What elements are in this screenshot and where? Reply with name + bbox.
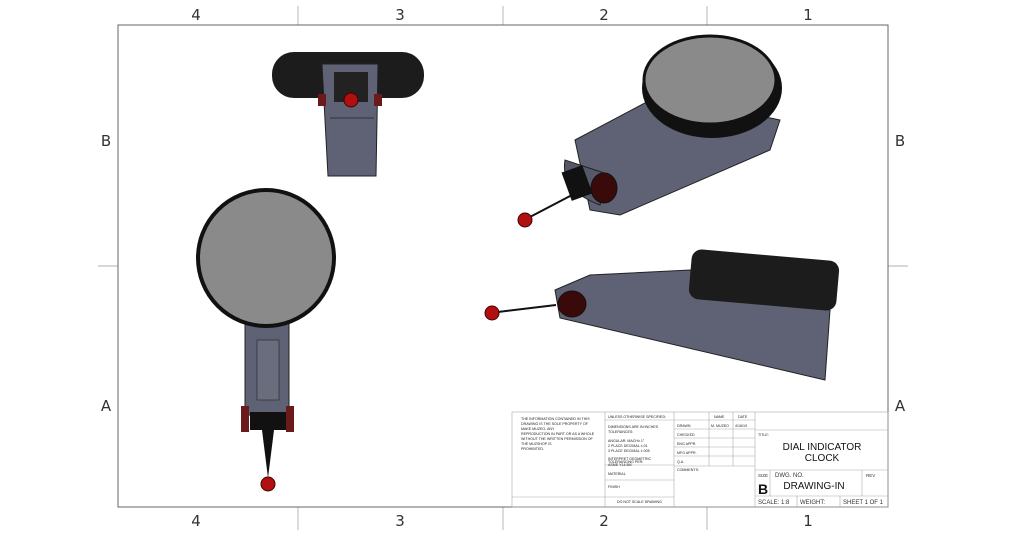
do-not-scale: DO NOT SCALE DRAWING: [617, 500, 662, 504]
row-checked: CHECKED: [677, 433, 695, 437]
zone-row-b-left: B: [101, 132, 111, 150]
weight: WEIGHT:: [800, 500, 825, 506]
dimensions-line: TOLERANCES:: [608, 430, 633, 434]
dimensions-line: DIMENSIONS ARE IN INCHES: [608, 425, 659, 429]
stylus-tip-icon: [517, 212, 533, 228]
notice-line: DRAWING IS THE SOLE PROPERTY OF: [521, 422, 589, 426]
zone-col-1-top: 1: [803, 6, 813, 24]
drawing-border: [117, 24, 889, 508]
interpret-line: TOLERANCING PER:: [608, 460, 643, 464]
notice-line: THE INFORMATION CONTAINED IN THIS: [521, 417, 590, 421]
zone-col-4-bottom: 4: [191, 512, 201, 530]
notice-line: WITHOUT THE WRITTEN PERMISSION OF: [521, 437, 594, 441]
stylus-tip-icon: [260, 476, 276, 492]
notice-line: REPRODUCTION IN PART OR AS A WHOLE: [521, 432, 595, 436]
zone-col-2-top: 2: [599, 6, 609, 24]
zone-labels: 4 3 2 1 4 3 2 1 B A B A: [101, 6, 906, 530]
zone-col-1-bottom: 1: [803, 512, 813, 530]
stylus-tip-icon: [343, 92, 359, 108]
zone-col-2-bottom: 2: [599, 512, 609, 530]
dwg-no: DRAWING-IN: [783, 481, 844, 492]
rev-label: REV: [866, 473, 875, 478]
drawn-date: 4/16/19: [735, 424, 747, 428]
size-label: SIZE: [758, 473, 768, 478]
interpret-line: INTERPRET GEOMETRIC: [608, 457, 651, 461]
material-label: MATERIAL: [608, 472, 626, 476]
row-qa: Q.A.: [677, 460, 684, 464]
isometric-view: [517, 34, 782, 228]
notice-line: MAKE MUZEO. ANY: [521, 427, 555, 431]
tolerance-line: 3 PLACE DECIMAL ±.005: [608, 449, 650, 453]
tolerance-line: ANGULAR: MACH± 1°: [608, 439, 645, 443]
front-view: [196, 188, 336, 492]
row-mfg-appr: MFG APPR.: [677, 451, 697, 455]
drawn-name: M. MUZEO: [711, 424, 729, 428]
zone-row-a-right: A: [895, 397, 906, 415]
scale: SCALE: 1:8: [758, 500, 790, 506]
date-header: DATE: [738, 415, 748, 419]
finish-label: FINISH: [608, 485, 620, 489]
drawing-title-line2: CLOCK: [805, 453, 840, 464]
zone-row-a-left: A: [101, 397, 112, 415]
notice-line: PROHIBITED.: [521, 447, 544, 451]
interpret-line: ASME Y14.5M: [608, 463, 632, 467]
zone-row-b-right: B: [895, 132, 905, 150]
sheet-number: SHEET 1 OF 1: [843, 500, 884, 506]
row-comments: COMMENTS:: [677, 468, 699, 472]
zone-col-3-bottom: 3: [395, 512, 405, 530]
side-view: [484, 249, 840, 381]
unless-specified: UNLESS OTHERWISE SPECIFIED:: [608, 415, 666, 419]
zone-dividers: [98, 6, 908, 530]
notice-line: THE MUZSHOP IS: [521, 442, 552, 446]
row-eng-appr: ENG APPR.: [677, 442, 696, 446]
drawing-title-line1: DIAL INDICATOR: [783, 442, 862, 453]
dial-face: [196, 188, 336, 328]
stylus-tip-icon: [484, 305, 500, 321]
tolerance-line: 2 PLACE DECIMAL ±.01: [608, 444, 648, 448]
zone-col-4-top: 4: [191, 6, 201, 24]
title-block: THE INFORMATION CONTAINED IN THIS DRAWIN…: [511, 411, 889, 508]
top-view: [272, 52, 424, 177]
row-drawn: DRAWN: [677, 424, 691, 428]
zone-col-3-top: 3: [395, 6, 405, 24]
title-label: TITLE:: [758, 433, 769, 437]
sheet-size: B: [758, 481, 768, 497]
name-header: NAME: [714, 415, 725, 419]
dwg-no-label: DWG. NO.: [775, 473, 804, 479]
